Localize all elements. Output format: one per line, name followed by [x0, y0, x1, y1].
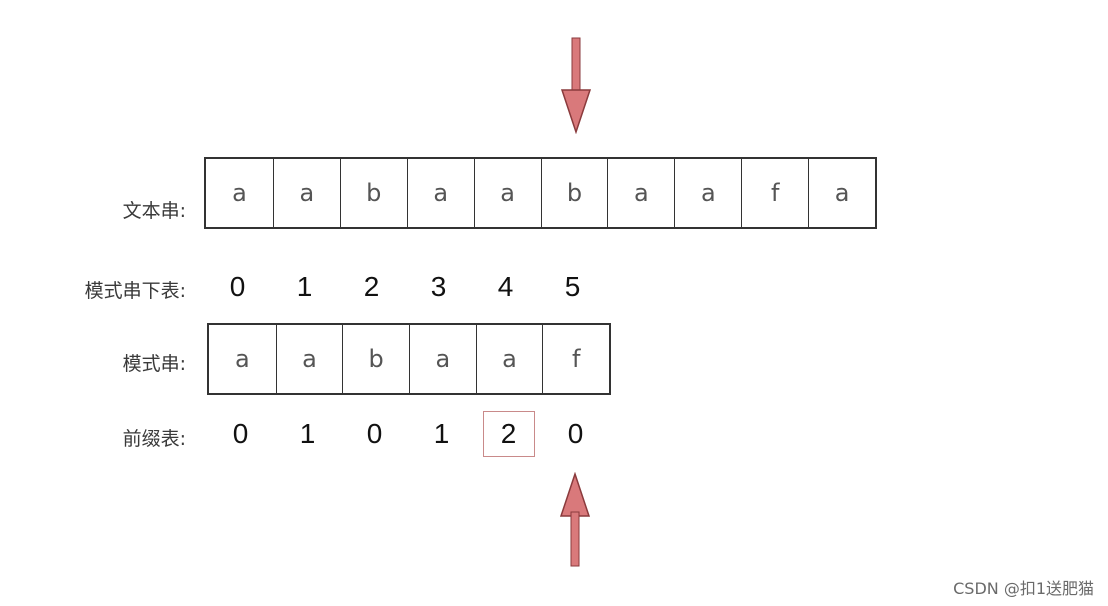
pattern-char-cell-2: b — [342, 325, 409, 393]
text-char-cell-9: a — [808, 159, 875, 227]
bottom-up-arrow-icon — [559, 472, 591, 567]
text-char-cell-4: a — [473, 159, 541, 227]
pattern-index-2: 2 — [363, 271, 380, 302]
prefix-value-0: 0 — [232, 418, 249, 449]
prefix-table-label: 前缀表: — [122, 428, 186, 450]
prefix-value-5: 0 — [567, 418, 584, 449]
pattern-index-5: 5 — [564, 271, 581, 302]
pattern-string-label: 模式串: — [122, 353, 186, 375]
pattern-char-cell-4: a — [475, 325, 543, 393]
pattern-index-1: 1 — [296, 271, 313, 302]
text-char-cell-7: a — [674, 159, 741, 227]
text-string-label: 文本串: — [122, 200, 186, 222]
prefix-value-4: 2 — [475, 411, 542, 457]
prefix-value-2: 0 — [366, 418, 383, 449]
pattern-index-3: 3 — [430, 271, 447, 302]
pattern-char-cell-5: f — [542, 325, 609, 393]
text-char-cell-0: a — [232, 179, 247, 207]
text-char-cell-2: b — [339, 159, 407, 227]
text-char-cell-1: a — [272, 159, 340, 227]
text-char-cell-5: b — [540, 159, 608, 227]
text-char-cell-3: a — [406, 159, 474, 227]
pattern-index-label: 模式串下表: — [84, 280, 186, 302]
pattern-index-0: 0 — [229, 271, 246, 302]
csdn-watermark: CSDN @扣1送肥猫 — [953, 579, 1094, 598]
top-down-arrow-icon — [560, 37, 592, 134]
text-char-cell-8: f — [741, 159, 808, 227]
pattern-char-cell-0: a — [234, 345, 250, 373]
prefix-value-1: 1 — [299, 418, 316, 449]
pattern-index-4: 4 — [497, 271, 514, 302]
pattern-char-cell-1: a — [275, 325, 343, 393]
text-char-cell-6: a — [607, 159, 674, 227]
pattern-char-cell-3: a — [409, 325, 476, 393]
pattern-index-row: 0 1 2 3 4 5 — [204, 271, 606, 303]
prefix-value-3: 1 — [433, 418, 450, 449]
